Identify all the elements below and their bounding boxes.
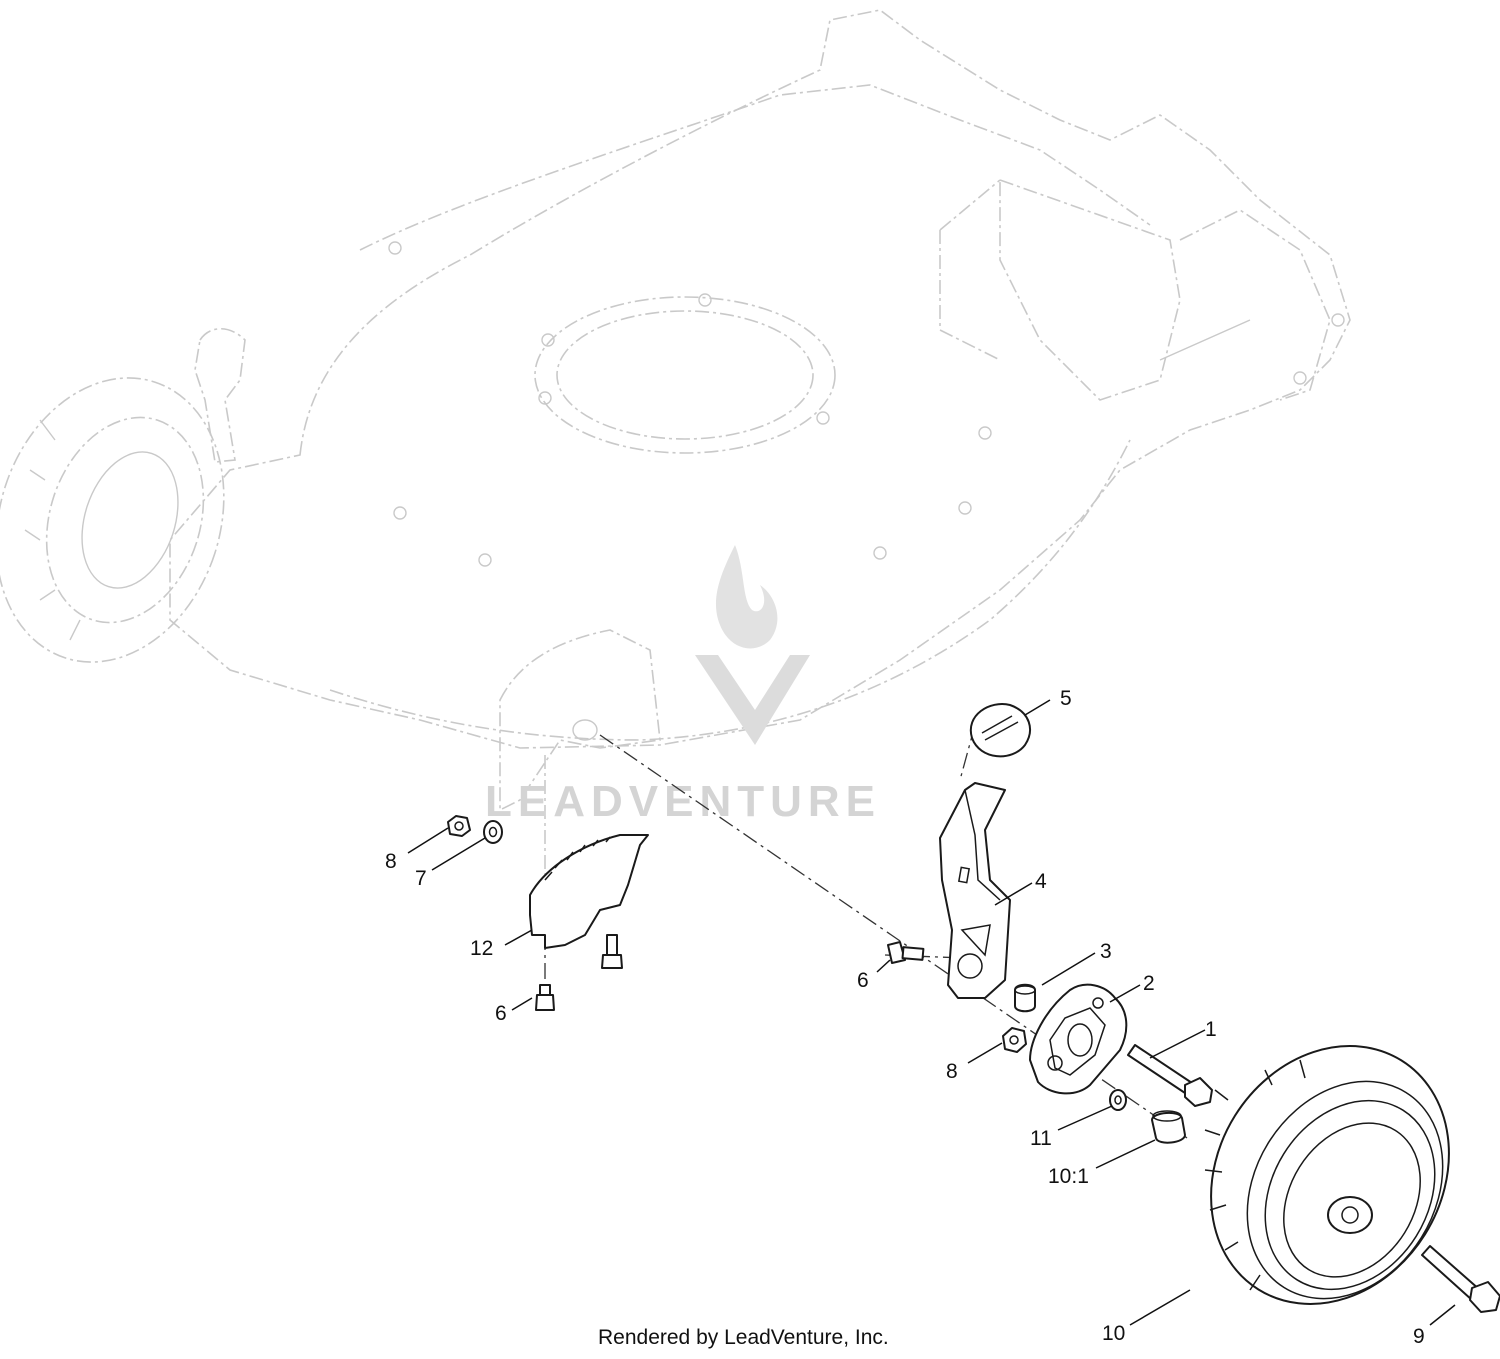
mower-deck-ghost xyxy=(0,9,1351,880)
part-1-shoulder-bolt xyxy=(1127,1044,1213,1107)
part-3-spacer xyxy=(1014,983,1036,1013)
rear-wheel-ghost xyxy=(0,377,225,663)
callout-6-right: 6 xyxy=(857,969,869,992)
deck-holes xyxy=(388,241,1345,567)
part-6-bolts-left xyxy=(535,934,623,1011)
part-11-washer xyxy=(1109,1089,1127,1111)
callout-10: 10 xyxy=(1102,1322,1125,1345)
callout-9: 9 xyxy=(1413,1325,1425,1348)
assembly-axis-line xyxy=(599,734,1191,1141)
rendered-by-footer: Rendered by LeadVenture, Inc. xyxy=(598,1326,889,1349)
callout-3: 3 xyxy=(1100,940,1112,963)
part-10-front-wheel xyxy=(1204,1045,1450,1305)
callout-2: 2 xyxy=(1143,972,1155,995)
watermark-text: LEADVENTURE xyxy=(485,777,881,826)
callout-8-left: 8 xyxy=(385,850,397,873)
callout-11: 11 xyxy=(1030,1127,1052,1150)
callout-6-left: 6 xyxy=(495,1002,507,1025)
part-4-height-adjust-lever xyxy=(939,782,1011,999)
callout-8-right: 8 xyxy=(946,1060,958,1083)
callout-7: 7 xyxy=(415,867,427,890)
part-9-axle-bolt xyxy=(1421,1245,1500,1313)
callout-5: 5 xyxy=(1060,687,1072,710)
callout-10-1: 10:1 xyxy=(1048,1165,1089,1188)
callout-4: 4 xyxy=(1035,870,1047,893)
part-12-height-plate xyxy=(529,834,649,949)
part-8-nut-left xyxy=(447,815,471,837)
leader-lines xyxy=(407,699,1456,1326)
part-7-washer xyxy=(483,820,503,844)
leadventure-watermark: LEADVENTURE xyxy=(485,545,881,826)
callout-1: 1 xyxy=(1205,1018,1217,1041)
part-8-nut-right xyxy=(1002,1027,1027,1053)
part-6-bolt-right xyxy=(887,941,925,964)
part-5-height-adjust-knob xyxy=(969,703,1031,758)
callout-labels: 5 4 3 2 1 6 8 11 10:1 10 9 12 6 8 7 xyxy=(385,687,1425,1348)
part-2-pivot-bracket xyxy=(1029,983,1128,1095)
callout-12: 12 xyxy=(470,937,493,960)
part-10-1-bearing xyxy=(1151,1110,1186,1144)
